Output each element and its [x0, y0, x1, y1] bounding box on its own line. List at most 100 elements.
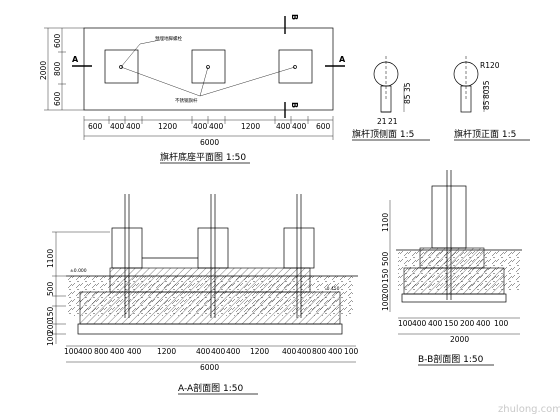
aa-dim-5: 400	[127, 347, 142, 356]
pedestal-right	[278, 49, 313, 84]
aa-dim-left-1: 1100	[46, 249, 55, 268]
callout-top: 预埋地脚螺栓	[155, 35, 182, 42]
aa-total-width: 6000	[200, 363, 219, 372]
plan-dim-4: 1200	[158, 122, 177, 131]
aa-cushion	[77, 323, 343, 335]
plan-dims-bottom: 600 400 400 1200 400 400 1200 400 400 60…	[83, 116, 334, 147]
aa-pedestal-right	[283, 227, 315, 269]
front-dim-3: 35	[482, 80, 491, 90]
leader-top	[120, 39, 161, 68]
plan-dim-1: 600	[88, 122, 103, 131]
aa-dim-3: 800	[94, 347, 109, 356]
front-dim-2: 80	[482, 89, 491, 99]
aa-dim-1: 100	[64, 347, 79, 356]
section-aa: ±0.000 -0.450 1100 500 150 200 100 100 4…	[46, 194, 359, 395]
plan-dim-9: 400	[292, 122, 307, 131]
section-bb: 1100 500 150 200 100 100 400 400 150 200…	[381, 170, 522, 366]
aa-level-1: -0.450	[325, 286, 340, 292]
aa-dim-13: 800	[312, 347, 327, 356]
aa-dim-left-2: 500	[46, 281, 55, 296]
aa-dim-10: 1200	[250, 347, 269, 356]
bb-dim-5: 200	[460, 319, 475, 328]
cut-mark-a-right: A	[339, 55, 346, 64]
bb-dim-7: 100	[494, 319, 509, 328]
radius-label: R120	[480, 61, 500, 70]
bb-total-width: 2000	[450, 335, 469, 344]
plan-caption: 旗杆底座平面图 1:50	[160, 151, 246, 163]
aa-dim-9: 400	[226, 347, 241, 356]
callout-bottom: 不锈钢旗杆	[175, 97, 198, 104]
bb-dim-4: 150	[444, 319, 459, 328]
bb-cap	[419, 247, 485, 269]
cut-mark-a-left: A	[72, 55, 79, 64]
plan-dims-left: 600 800 600 2000	[39, 27, 84, 111]
pole-right	[293, 65, 297, 69]
plan-total-width: 6000	[200, 138, 219, 147]
detail-front: R120 85 80 35 旗杆顶正面 1:5	[453, 56, 530, 141]
aa-dim-11: 400	[282, 347, 297, 356]
side-caption: 旗杆顶侧面 1:5	[352, 128, 414, 140]
bottom-dim-2: 21	[388, 117, 398, 126]
bb-dim-left-4: 200	[381, 283, 390, 298]
aa-caption: A-A剖面图 1:50	[178, 382, 244, 394]
pole-center	[206, 65, 210, 69]
plan-dim-6: 400	[209, 122, 224, 131]
bb-dim-left-5: 100	[381, 296, 390, 311]
aa-dim-2: 400	[78, 347, 93, 356]
bb-cushion	[401, 293, 507, 303]
plan-dim-3: 400	[126, 122, 141, 131]
aa-dim-6: 1200	[157, 347, 176, 356]
plan-dim-10: 600	[316, 122, 331, 131]
bb-dim-left-1: 1100	[381, 213, 390, 232]
bb-caption: B-B剖面图 1:50	[418, 353, 484, 365]
plan-dim-left-3: 600	[53, 91, 62, 106]
plan-view: A A B B 预埋地脚螺栓 不锈钢旗杆	[39, 14, 346, 164]
pedestal-center	[191, 49, 226, 84]
bb-dim-left-2: 500	[381, 251, 390, 266]
plan-dim-left-2: 800	[53, 61, 62, 76]
aa-dim-12: 400	[297, 347, 312, 356]
leader-bottom	[120, 66, 209, 97]
aa-dim-14: 400	[328, 347, 343, 356]
aa-level-0: ±0.000	[70, 268, 87, 274]
aa-pedestal-center	[197, 227, 229, 269]
aa-dim-15: 100	[344, 347, 359, 356]
aa-dim-left-3: 150	[46, 306, 55, 321]
aa-dim-left-4: 200	[46, 319, 55, 334]
bottom-dim-1: 21	[377, 117, 387, 126]
pedestal-left	[104, 49, 139, 84]
detail-side: 85 35 21 21 旗杆顶侧面 1:5	[352, 56, 430, 141]
aa-pedestal-left	[111, 227, 143, 269]
pole-top-front	[460, 85, 472, 113]
plan-dim-2: 400	[110, 122, 125, 131]
plan-dim-left-1: 600	[53, 33, 62, 48]
watermark: zhulong.com	[498, 404, 560, 415]
aa-dim-7: 400	[196, 347, 211, 356]
plan-dim-8: 400	[276, 122, 291, 131]
plan-outline	[83, 27, 334, 111]
leader-bottom-right	[199, 66, 296, 97]
bb-dim-2: 400	[412, 319, 427, 328]
aa-dim-left-5: 100	[46, 331, 55, 346]
bb-pedestal	[431, 185, 467, 249]
bb-dim-6: 400	[476, 319, 491, 328]
front-caption: 旗杆顶正面 1:5	[454, 128, 516, 140]
plan-dim-5: 400	[193, 122, 208, 131]
bb-dim-left-3: 150	[381, 268, 390, 283]
plan-total-height: 2000	[39, 61, 48, 80]
plan-dim-7: 1200	[241, 122, 260, 131]
side-dim-2: 35	[403, 82, 412, 92]
side-dim-1: 85	[403, 94, 412, 104]
aa-dim-4: 400	[110, 347, 125, 356]
bb-dim-1: 100	[398, 319, 413, 328]
front-dim-1: 85	[482, 100, 491, 110]
pole-left	[119, 65, 123, 69]
cut-mark-b-bottom: B	[290, 102, 299, 108]
bb-dim-3: 400	[428, 319, 443, 328]
cut-mark-b-top: B	[290, 14, 299, 20]
aa-dim-8: 400	[211, 347, 226, 356]
aa-cap-beam	[109, 267, 311, 293]
bb-base	[403, 267, 505, 295]
